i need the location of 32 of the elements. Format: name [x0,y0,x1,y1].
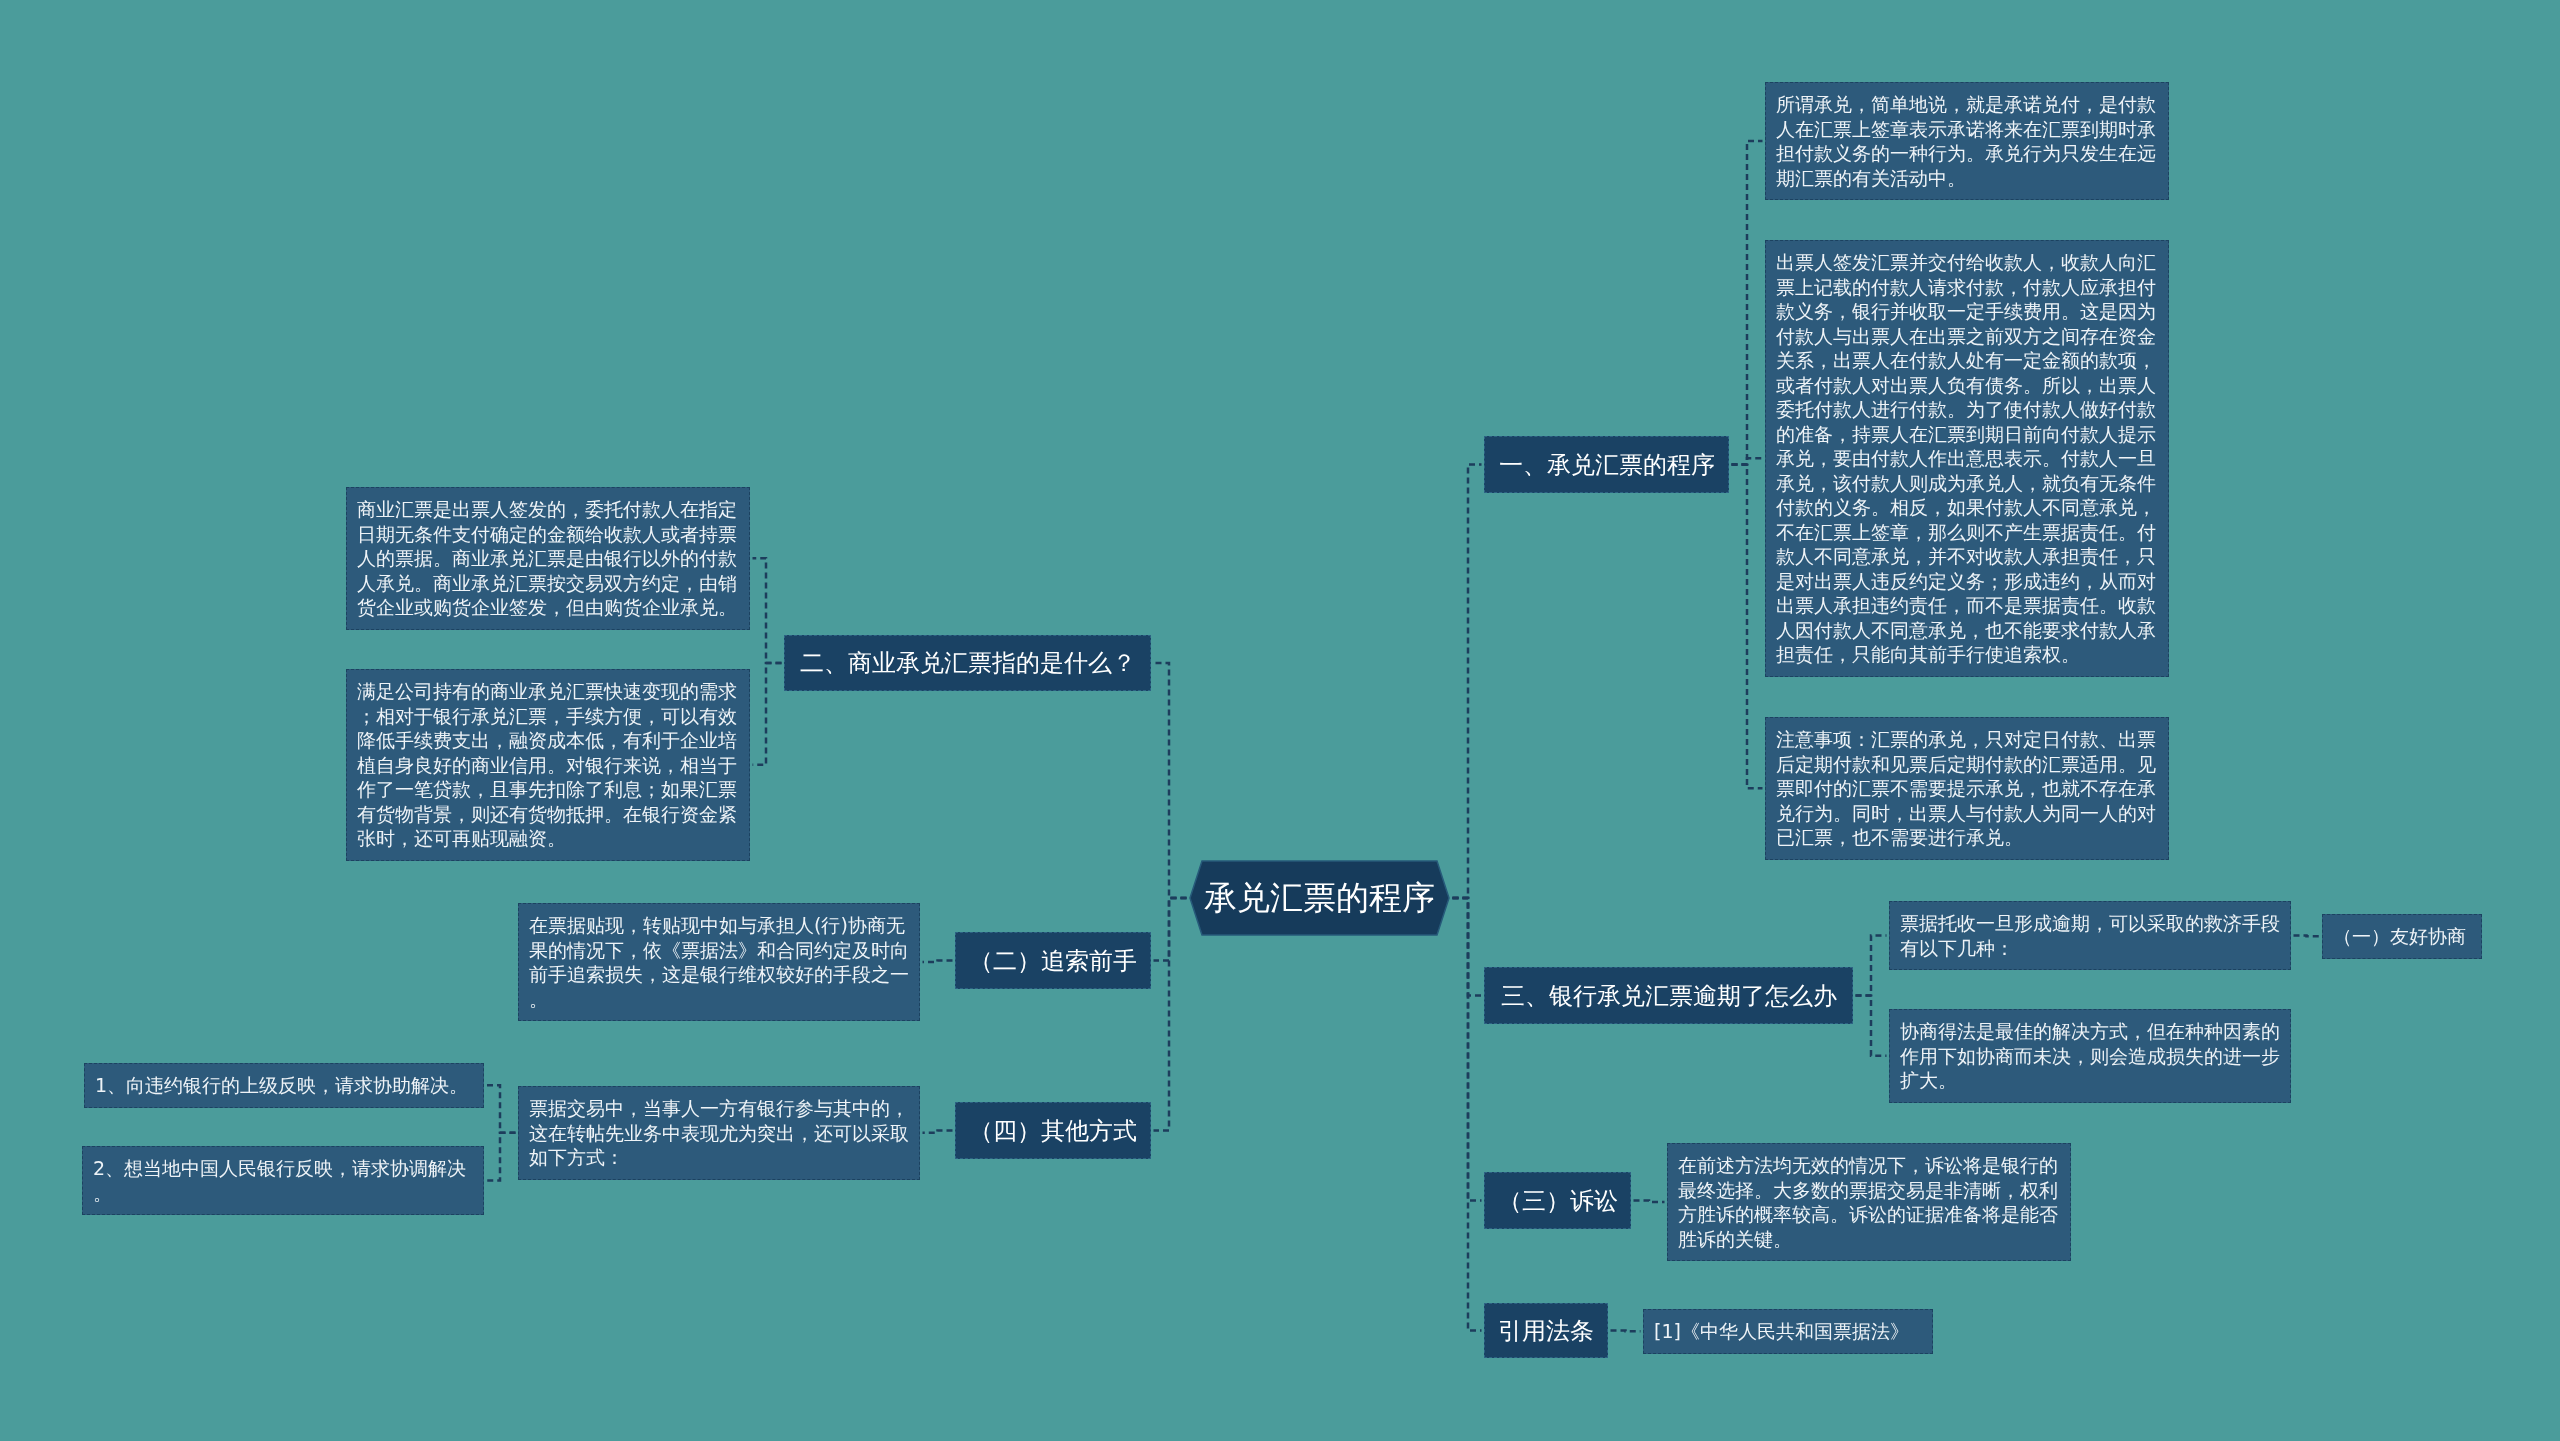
note-card: 商业汇票是出票人签发的，委托付款人在指定日期无条件支付确定的金额给收款人或者持票人的票据。商业承兑汇票是由银行以外的付款人承兑。商业承兑汇票按交易双方约定，由销货企业或购货企业签发，但由购货企业承兑。 [346,487,750,630]
note-card: 满足公司持有的商业承兑汇票快速变现的需求；相对于银行承兑汇票，手续方便，可以有效降低手续费支出，融资成本低，有利于企业培植自身良好的商业信用。对银行来说，相当于作了一笔贷款，且事先扣除了利息；如果汇票有货物背景，则还有货物抵押。在银行资金紧张时，还可再贴现融资。 [346,669,750,861]
note-card: 2、想当地中国人民银行反映，请求协调解决。 [82,1146,484,1215]
connector-line [922,1129,953,1134]
note-card: 在前述方法均无效的情况下，诉讼将是银行的最终选择。大多数的票据交易是非清晰，权利方胜诉的概率较高。诉讼的证据准备将是能否胜诉的关键。 [1667,1143,2071,1261]
branch-topic-box: 引用法条 [1484,1303,1608,1358]
note-card: 协商得法是最佳的解决方式，但在种种因素的作用下如协商而未决，则会造成损失的进一步扩大。 [1889,1009,2291,1103]
connector-line [2293,934,2320,938]
note-card: 票据交易中，当事人一方有银行参与其中的，这在转帖先业务中表现尤为突出，还可以采取如下方式： [518,1086,920,1180]
note-card: [1]《中华人民共和国票据法》 [1643,1309,1933,1354]
note-card: 注意事项：汇票的承兑，只对定日付款、出票后定期付款和见票后定期付款的汇票适用。见票即付的汇票不需要提示承兑，也就不存在承兑行为。同时，出票人与付款人为同一人的对已汇票，也不需要进行承兑。 [1765,717,2169,860]
connector-line [1731,463,1763,790]
note-card: 票据托收一旦形成逾期，可以采取的救济手段有以下几种： [1889,901,2291,970]
branch-topic-box: （四）其他方式 [955,1102,1151,1159]
connector-line [1633,1199,1665,1204]
connector-line [922,959,953,964]
branch-topic-box: 三、银行承兑汇票逾期了怎么办 [1484,967,1853,1024]
note-card: 1、向违约银行的上级反映，请求协助解决。 [84,1063,484,1108]
branch-topic-box: （三）诉讼 [1484,1172,1631,1229]
note-card: 出票人签发汇票并交付给收款人，收款人向汇票上记载的付款人请求付款，付款人应承担付款义务，银行并收取一定手续费用。这是因为付款人与出票人在出票之前双方之间存在资金关系，出票人在付款人处有一定金额的款项，或者付款人对出票人负有债务。所以，出票人委托付款人进行付款。为了使付款人做好付款的准备，持票人在汇票到期日前向付款人提示承兑，要由付款人作出意思表示。付款人一旦承兑，该付款人则成为承兑人，就负有无条件付款的义务。相反，如果付款人不同意承兑，不在汇票上签章，那么则不产生票据责任。付款人不同意承兑，并不对收款人承担责任，只是对出票人违反约定义务；形成违约，从而对出票人承担违约责任，而不是票据责任。收款人因付款人不同意承兑，也不能要求付款人承担责任，只能向其前手行使追索权。 [1765,240,2169,677]
note-card: 所谓承兑，简单地说，就是承诺兑付，是付款人在汇票上签章表示承诺将来在汇票到期时承担付款义务的一种行为。承兑行为只发生在远期汇票的有关活动中。 [1765,82,2169,200]
connector-line [1610,1329,1641,1333]
connector-line [1452,896,1482,1332]
central-topic-hexagon: 承兑汇票的程序 [1189,860,1450,936]
connector-line [1153,896,1187,1132]
note-card: 在票据贴现，转贴现中如与承担人(行)协商无果的情况下，依《票据法》和合同约定及时向前手追索损失，这是银行维权较好的手段之一。 [518,903,920,1021]
connector-line [1855,994,1887,1057]
note-card: （一）友好协商 [2322,914,2482,959]
branch-topic-box: 二、商业承兑汇票指的是什么？ [784,635,1151,691]
branch-topic-box: （二）追索前手 [955,932,1151,989]
branch-topic-box: 一、承兑汇票的程序 [1484,436,1729,493]
connector-line [486,1131,516,1182]
